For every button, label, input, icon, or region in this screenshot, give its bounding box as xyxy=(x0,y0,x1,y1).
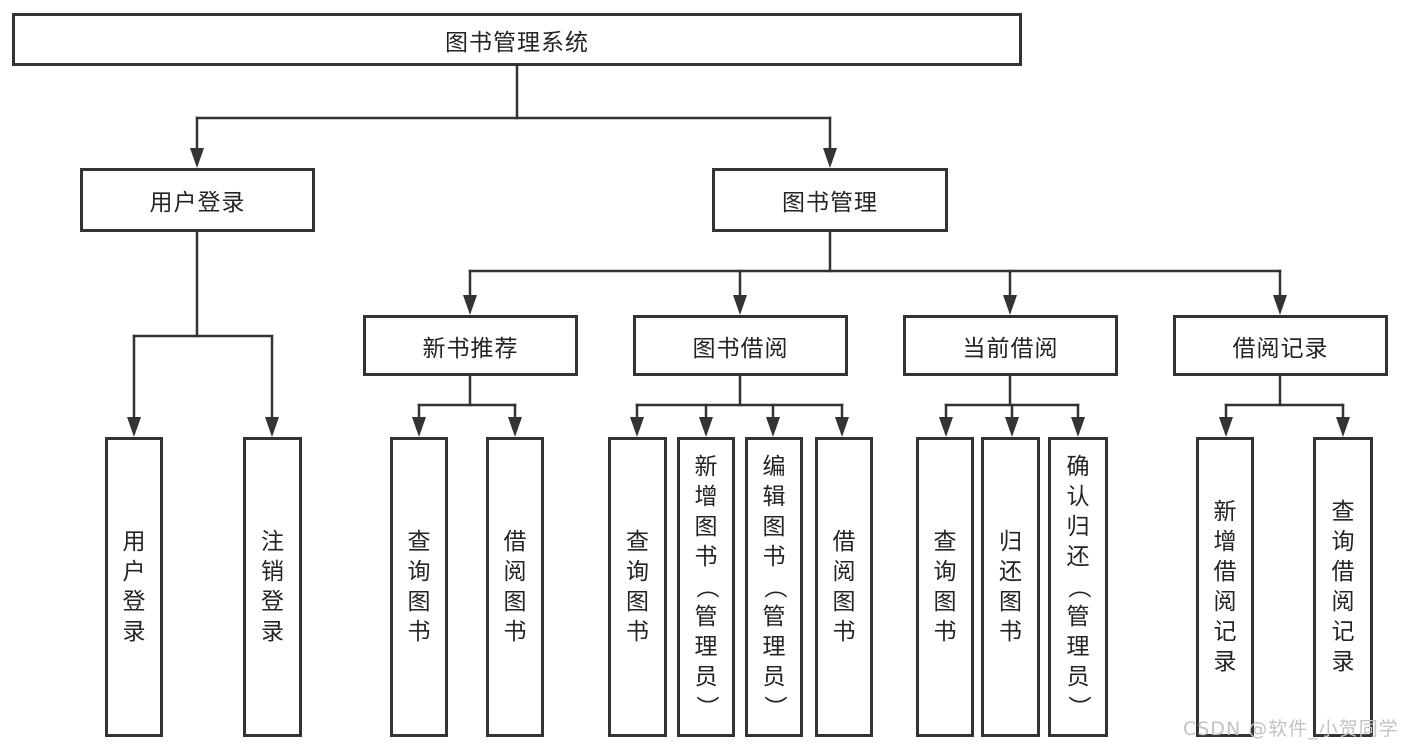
leaf-borrow-add-books-admin: 新增图书（管理员） xyxy=(677,437,735,737)
node-book-management: 图书管理 xyxy=(712,168,948,232)
leaf-logout-login: 注销登录 xyxy=(243,437,302,737)
node-root: 图书管理系统 xyxy=(12,13,1022,66)
leaf-logout-login-label: 注销登录 xyxy=(261,529,284,645)
leaf-borrow-borrow-books: 借阅图书 xyxy=(815,437,873,737)
leaf-records-add-record: 新增借阅记录 xyxy=(1196,437,1254,737)
leaf-current-query-books: 查询图书 xyxy=(916,437,974,737)
leaf-records-query-record-label: 查询借阅记录 xyxy=(1331,499,1355,675)
node-borrow-records: 借阅记录 xyxy=(1173,315,1388,376)
arrowhead-group xyxy=(127,148,1350,437)
leaf-current-confirm-return-admin: 确认归还（管理员） xyxy=(1048,437,1108,737)
node-book-management-label: 图书管理 xyxy=(782,190,878,216)
node-user-login: 用户登录 xyxy=(80,168,315,232)
leaf-recommend-borrow-books-label: 借阅图书 xyxy=(503,529,527,645)
node-book-borrow: 图书借阅 xyxy=(633,315,848,376)
leaf-borrow-edit-books-admin-label: 编辑图书（管理员） xyxy=(761,454,787,719)
node-borrow-records-label: 借阅记录 xyxy=(1232,335,1329,362)
leaf-user-login-label: 用户登录 xyxy=(122,529,146,645)
leaf-user-login: 用户登录 xyxy=(105,437,163,737)
leaf-recommend-borrow-books: 借阅图书 xyxy=(486,437,544,737)
leaf-borrow-edit-books-admin: 编辑图书（管理员） xyxy=(745,437,803,737)
node-new-book-recommend: 新书推荐 xyxy=(363,315,578,376)
leaf-records-query-record: 查询借阅记录 xyxy=(1313,437,1373,737)
node-root-label: 图书管理系统 xyxy=(445,29,589,56)
leaf-borrow-query-books-label: 查询图书 xyxy=(626,529,649,645)
node-current-borrow-label: 当前借阅 xyxy=(962,335,1059,362)
leaf-current-confirm-return-admin-label: 确认归还（管理员） xyxy=(1065,454,1091,719)
leaf-borrow-query-books: 查询图书 xyxy=(608,437,667,737)
leaf-recommend-query-books: 查询图书 xyxy=(390,437,448,737)
leaf-current-return-books: 归还图书 xyxy=(981,437,1040,737)
leaf-current-query-books-label: 查询图书 xyxy=(933,529,957,645)
leaf-borrow-borrow-books-label: 借阅图书 xyxy=(832,529,856,645)
node-new-book-recommend-label: 新书推荐 xyxy=(422,335,519,362)
node-current-borrow: 当前借阅 xyxy=(903,315,1118,376)
leaf-recommend-query-books-label: 查询图书 xyxy=(407,529,431,645)
leaf-records-add-record-label: 新增借阅记录 xyxy=(1213,499,1237,675)
node-book-borrow-label: 图书借阅 xyxy=(692,335,789,362)
watermark: CSDN @软件_小贺同学 xyxy=(1183,718,1399,740)
leaf-borrow-add-books-admin-label: 新增图书（管理员） xyxy=(693,454,719,719)
node-user-login-label: 用户登录 xyxy=(149,190,246,216)
leaf-current-return-books-label: 归还图书 xyxy=(999,529,1022,645)
